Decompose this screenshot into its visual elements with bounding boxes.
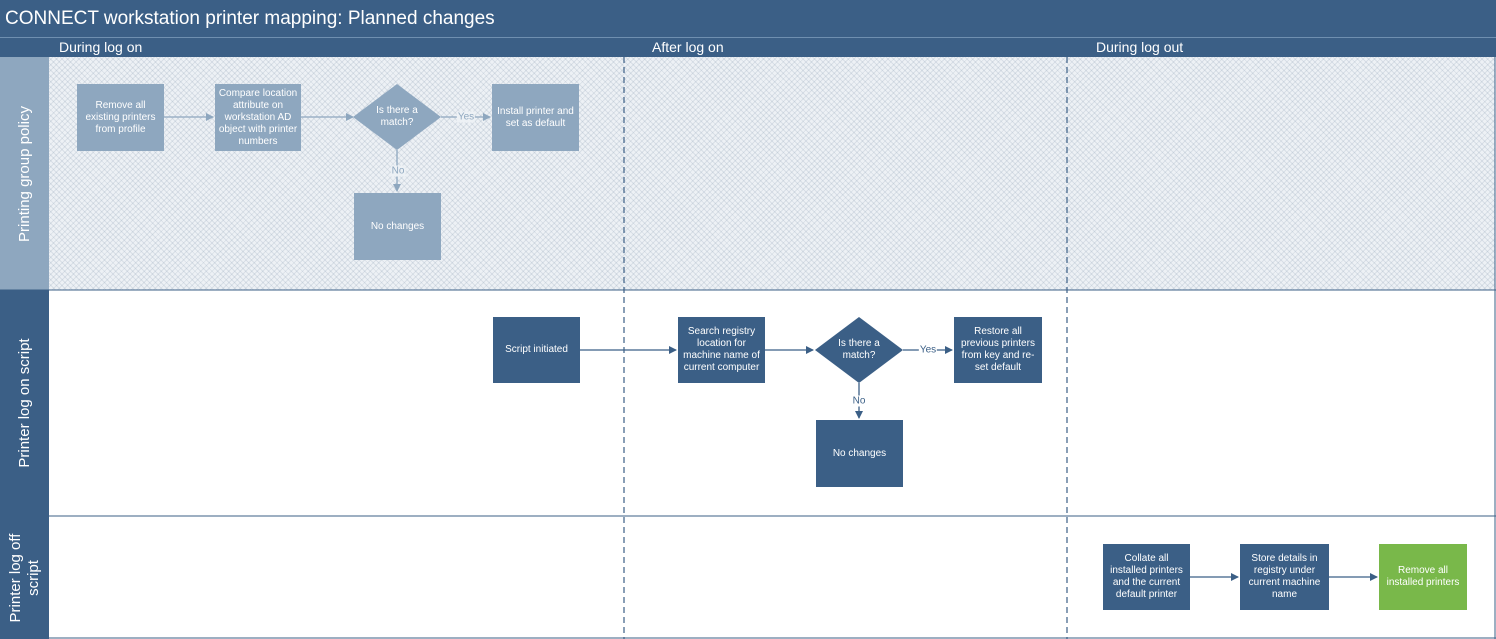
lane-printer-log-off-script: Printer log off script: [0, 516, 1496, 639]
lane-header: Printing group policy: [0, 57, 49, 290]
edge-label-yes: Yes: [918, 344, 938, 356]
process-remove-installed-printers: Remove all installed printers: [1379, 544, 1467, 610]
phase-after-log-on: After log on: [652, 39, 724, 55]
process-compare-location: Compare location attribute on workstatio…: [215, 84, 301, 151]
lane-header: Printer log off script: [0, 516, 49, 639]
process-store-details: Store details in registry under current …: [1240, 544, 1329, 610]
phase-during-log-out: During log out: [1096, 39, 1184, 55]
phase-during-log-on: During log on: [59, 39, 143, 55]
process-restore-printers: Restore all previous printers from key a…: [954, 317, 1042, 383]
edge-label-yes: Yes: [456, 111, 476, 123]
edge-label-no: No: [390, 165, 406, 177]
decision-diamond: [353, 84, 441, 150]
decision-diamond: [815, 317, 903, 383]
process-search-registry: Search registry location for machine nam…: [678, 317, 765, 383]
edge-label-no: No: [851, 395, 867, 407]
process-remove-printers: Remove all existing printers from profil…: [77, 84, 164, 151]
diagram-title: CONNECT workstation printer mapping: Pla…: [0, 0, 1496, 37]
lane-printer-log-on-script: Printer log on script: [0, 290, 1496, 516]
process-install-printer: Install printer and set as default: [492, 84, 579, 151]
decision-label: Is there a match?: [838, 338, 880, 361]
decision-label: Is there a match?: [376, 105, 418, 128]
process-no-changes: No changes: [354, 193, 441, 260]
process-no-changes: No changes: [816, 420, 903, 487]
process-script-initiated: Script initiated: [493, 317, 580, 383]
process-collate-printers: Collate all installed printers and the c…: [1103, 544, 1190, 610]
phase-bar: During log on After log on During log ou…: [0, 37, 1496, 57]
lane-header: Printer log on script: [0, 290, 49, 516]
